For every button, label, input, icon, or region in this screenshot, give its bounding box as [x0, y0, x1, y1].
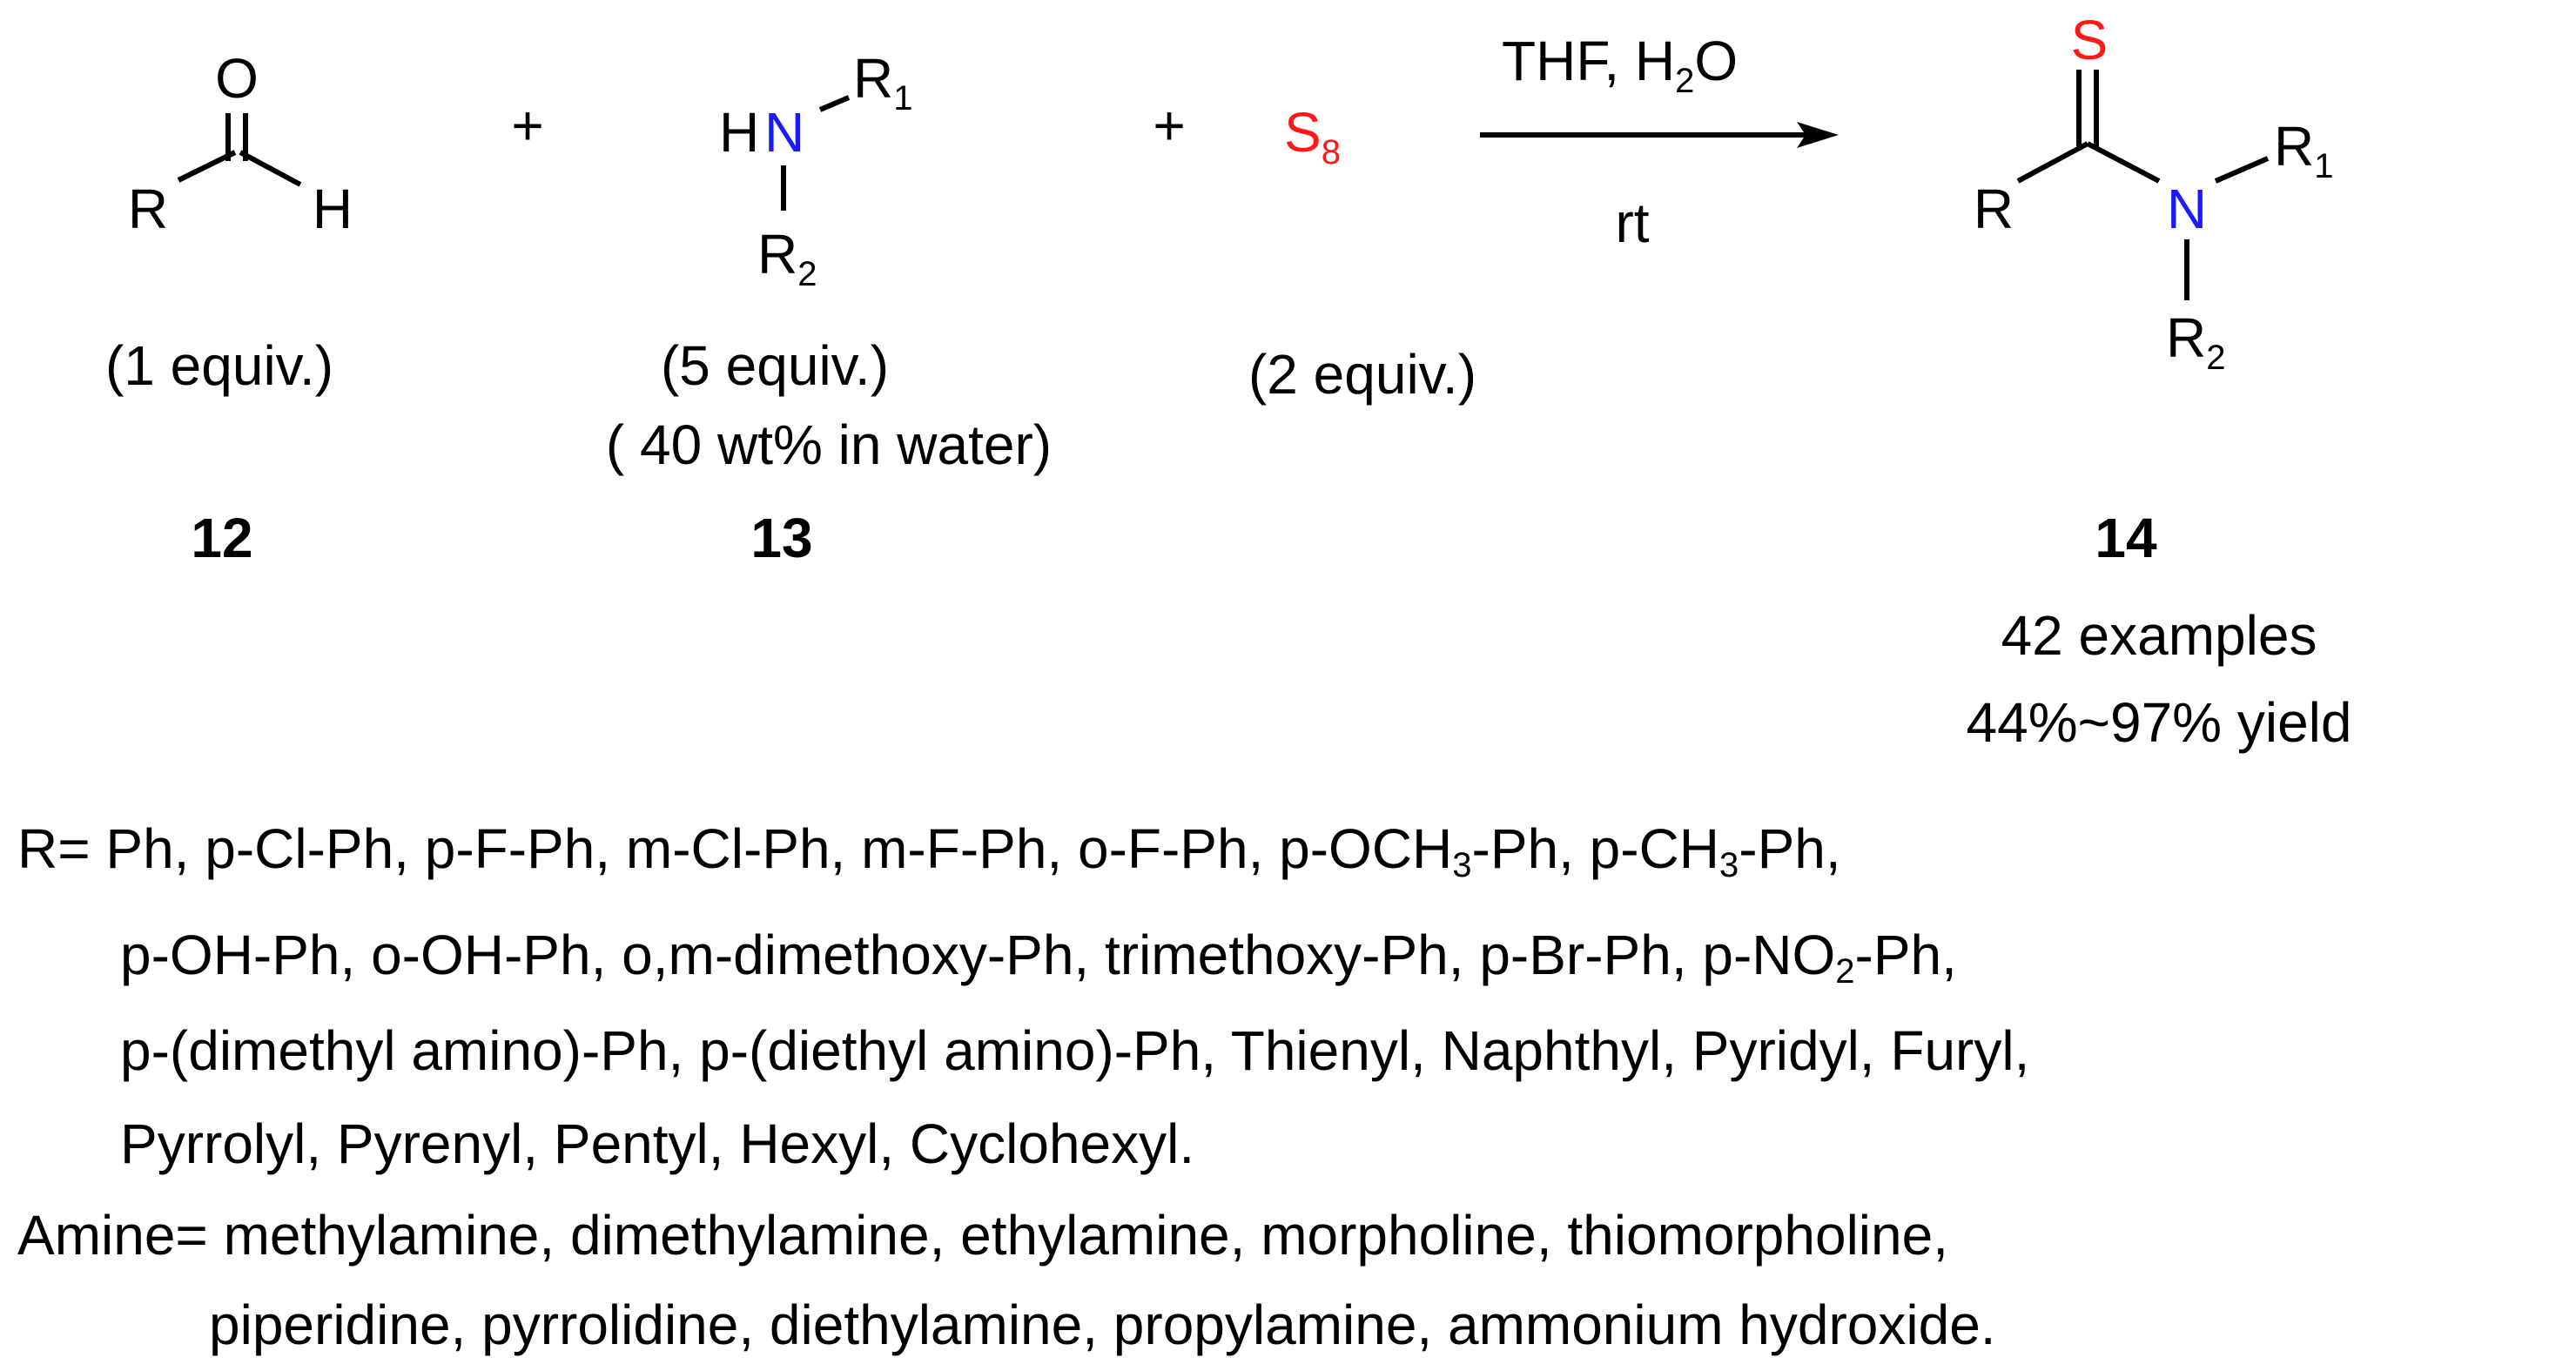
- amine-equiv: (5 equiv.): [661, 334, 889, 397]
- amine-h-atom: H: [719, 101, 759, 164]
- amine-r1-label: R1: [853, 47, 912, 118]
- product-example-count: 42 examples: [2001, 604, 2317, 667]
- amine-concentration-note: ( 40 wt% in water): [606, 413, 1052, 476]
- product-r1-label: R1: [2274, 115, 2333, 185]
- aldehyde-r-atom: R: [128, 178, 168, 240]
- r-c-bond-product: [2016, 141, 2089, 184]
- sulfur-equiv: (2 equiv.): [1248, 343, 1476, 406]
- arrow-head: [1797, 122, 1839, 148]
- reaction-scheme: O R H (1 equiv.) 12 + H N R1 R2 (5 equiv…: [105, 9, 2352, 754]
- plus-sign-2: +: [1153, 94, 1185, 157]
- conditions-solvent: THF, H2O: [1502, 30, 1738, 100]
- thioamide-structure: S R N R1 R2: [1974, 9, 2334, 377]
- c-n-bond: [2086, 141, 2161, 184]
- product-yield-range: 44%~97% yield: [1967, 691, 2352, 754]
- amine-r2-label: R2: [757, 223, 817, 293]
- aldehyde-equiv: (1 equiv.): [105, 334, 333, 397]
- compound-number-13: 13: [750, 507, 812, 569]
- aldehyde-h-atom: H: [313, 178, 353, 240]
- aldehyde-o-atom: O: [215, 47, 259, 110]
- scope-r-line-1: R= Ph, p-Cl-Ph, p-F-Ph, m-Cl-Ph, m-F-Ph,…: [17, 817, 1841, 884]
- product-r2-label: R2: [2166, 306, 2225, 377]
- product-n-atom: N: [2167, 178, 2207, 240]
- scope-r-line-2: p-OH-Ph, o-OH-Ph, o,m-dimethoxy-Ph, trim…: [120, 924, 1957, 991]
- scope-amine-line-1: Amine= methylamine, dimethylamine, ethyl…: [17, 1204, 1948, 1267]
- plus-sign-1: +: [511, 94, 543, 157]
- scope-amine-line-2: piperidine, pyrrolidine, diethylamine, p…: [209, 1294, 1996, 1356]
- scope-r-line-3: p-(dimethyl amino)-Ph, p-(diethyl amino)…: [120, 1019, 2030, 1082]
- product-r-atom: R: [1974, 178, 2014, 240]
- reaction-arrow: [1480, 122, 1839, 148]
- conditions-temperature: rt: [1615, 192, 1649, 254]
- compound-number-12: 12: [191, 507, 252, 569]
- compound-number-14: 14: [2095, 507, 2157, 569]
- aldehyde-structure: O R H: [128, 47, 353, 240]
- amine-n-atom: N: [764, 101, 804, 164]
- scope-r-line-4: Pyrrolyl, Pyrenyl, Pentyl, Hexyl, Cycloh…: [120, 1112, 1195, 1175]
- r-c-bond: [177, 150, 237, 183]
- n-r1-bond-product: [2214, 156, 2270, 184]
- sulfur-s8: S8: [1284, 101, 1341, 171]
- amine-structure: H N R1 R2: [719, 47, 912, 293]
- n-r1-bond: [818, 95, 851, 112]
- product-s-atom: S: [2071, 9, 2109, 71]
- c-h-bond: [239, 150, 302, 187]
